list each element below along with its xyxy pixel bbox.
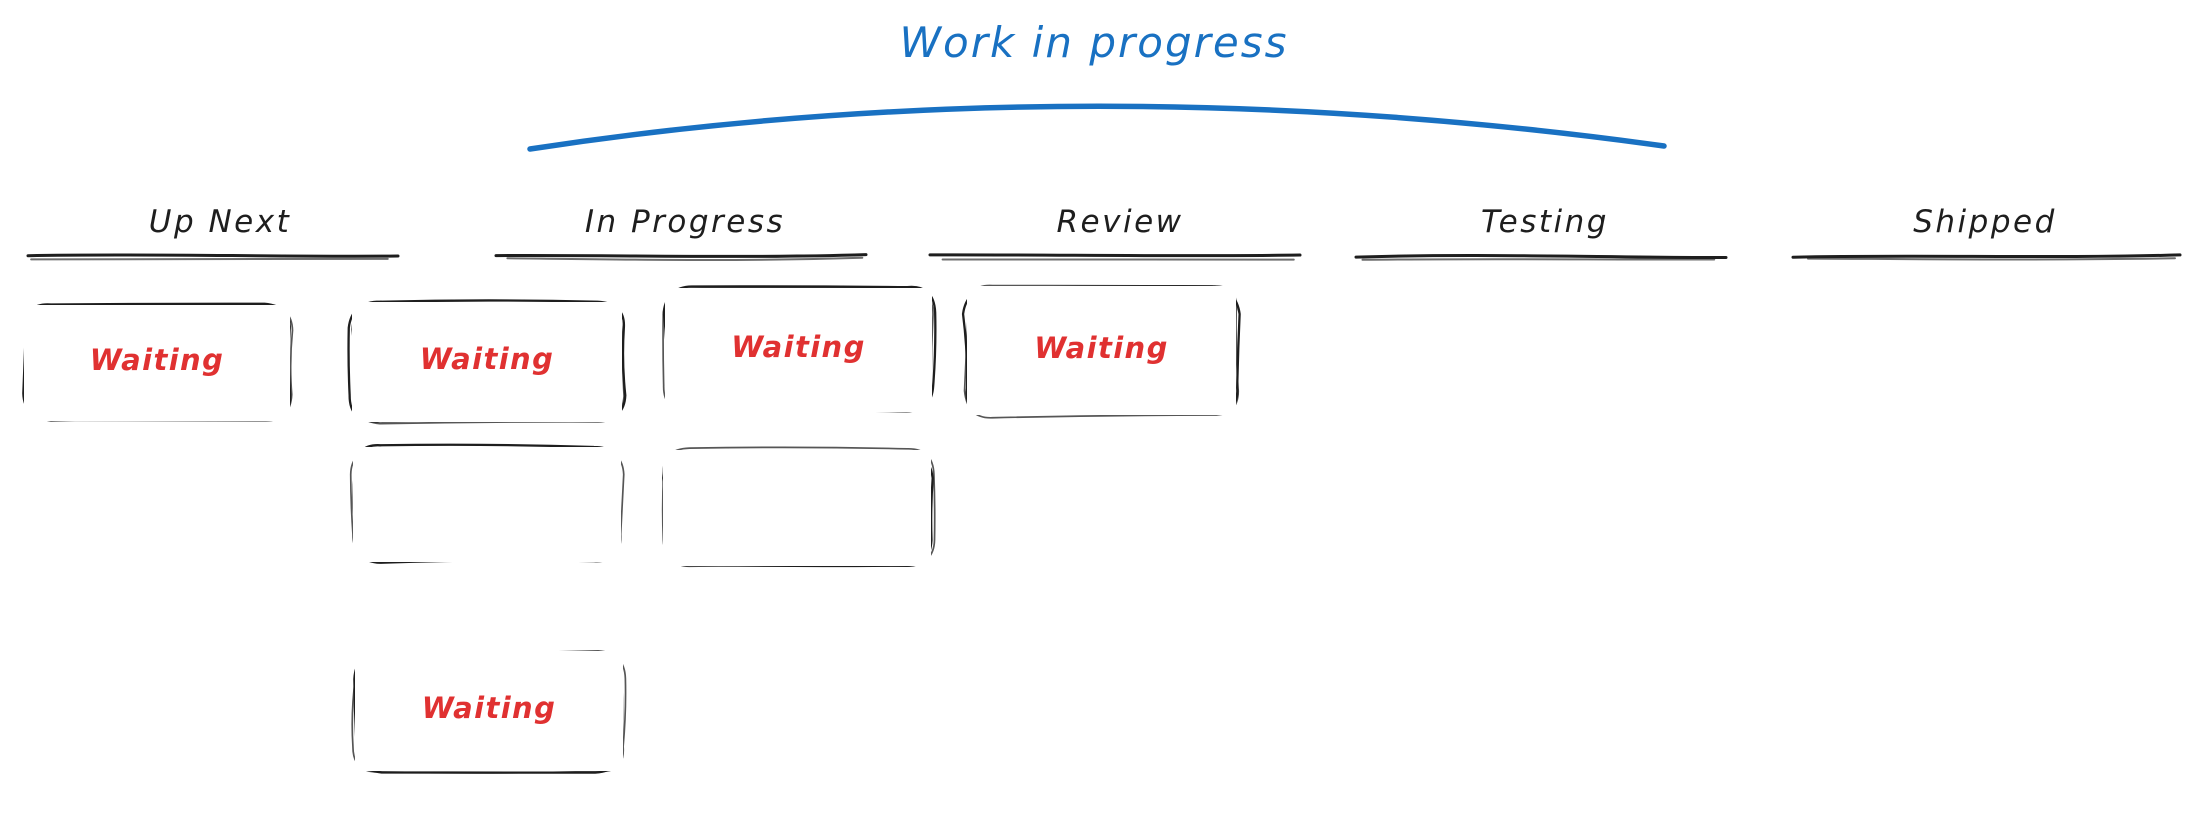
card[interactable]: [663, 450, 931, 566]
card-status-label: Waiting: [89, 343, 225, 377]
column-header-in-progress: In Progress: [584, 204, 786, 240]
card[interactable]: Waiting: [665, 288, 932, 412]
card-status-label: Waiting: [421, 691, 557, 725]
card-status-label: Waiting: [731, 330, 866, 364]
card[interactable]: Waiting: [967, 286, 1236, 415]
card[interactable]: [353, 447, 621, 562]
column-header-review: Review: [1056, 204, 1184, 240]
column-header-testing: Testing: [1481, 204, 1609, 240]
column-header-shipped: Shipped: [1913, 204, 2057, 240]
card-status-label: Waiting: [419, 342, 555, 376]
board-title: Work in progress: [899, 18, 1289, 67]
card[interactable]: Waiting: [352, 302, 622, 422]
card[interactable]: Waiting: [355, 651, 623, 771]
card-status-label: Waiting: [1034, 330, 1169, 365]
column-header-up-next: Up Next: [148, 204, 292, 240]
card[interactable]: Waiting: [24, 305, 290, 421]
